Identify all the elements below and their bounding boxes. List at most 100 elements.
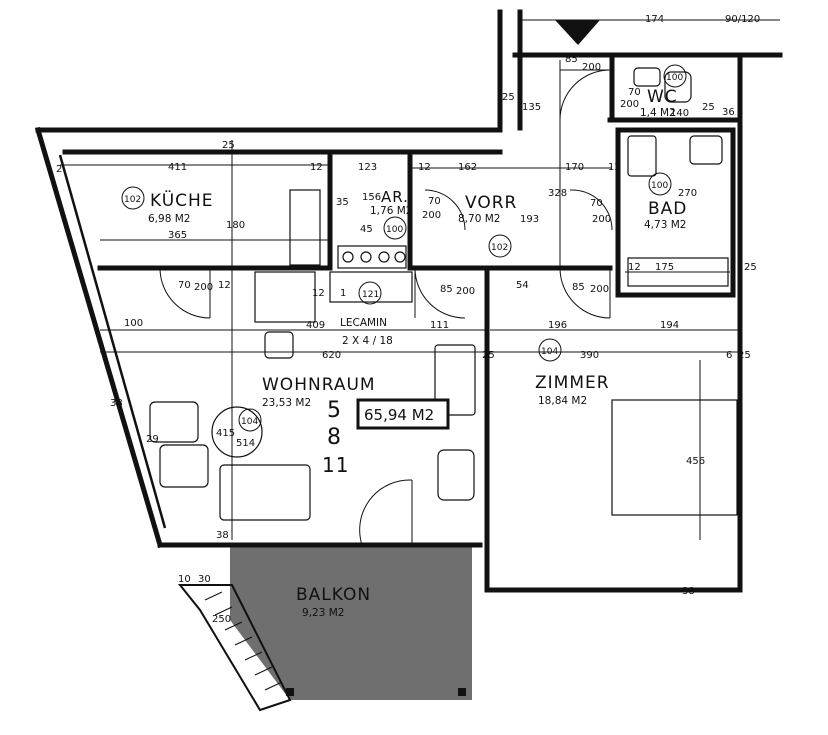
dim-35: 35 <box>336 197 349 208</box>
code-vorr: 102 <box>491 243 508 253</box>
balkon-post <box>286 688 294 696</box>
code-zimmer: 104 <box>541 347 558 357</box>
room-name-balkon: BALKON <box>296 585 371 605</box>
dim-456: 456 <box>686 456 705 467</box>
dim-25: 25 <box>222 140 235 151</box>
total-area: 65,94 M2 <box>364 406 434 424</box>
dim-328: 328 <box>548 188 567 199</box>
lecamin-label: LECAMIN <box>340 317 387 329</box>
dim-6: 6 <box>726 350 732 361</box>
unit-number-5: 5 <box>327 398 342 423</box>
total-area-box <box>356 398 450 430</box>
dim-38: 38 <box>682 586 695 597</box>
dim-200: 200 <box>422 210 441 221</box>
bad-walls <box>615 127 736 298</box>
dim-135: 135 <box>522 102 541 113</box>
room-name-kueche: KÜCHE <box>150 189 214 211</box>
dim-123: 123 <box>358 162 377 173</box>
dim-90-120: 90/120 <box>725 14 760 25</box>
dim-162: 162 <box>458 162 477 173</box>
outer-wall-north <box>35 9 503 133</box>
room-name-zimmer: ZIMMER <box>535 373 610 393</box>
dim-25: 25 <box>482 350 495 361</box>
dim-196: 196 <box>548 320 567 331</box>
room-name-vorr: VORR <box>465 193 517 213</box>
unit-number-8: 8 <box>327 425 342 450</box>
dim-409: 409 <box>306 320 325 331</box>
dim-270: 270 <box>678 188 697 199</box>
dim-514: 514 <box>236 438 255 449</box>
dim-620: 620 <box>322 350 341 361</box>
dim-70: 70 <box>178 280 191 291</box>
room-area-zimmer: 18,84 M2 <box>538 395 587 407</box>
room-name-wc: WC <box>647 87 678 107</box>
dim-200: 200 <box>590 284 609 295</box>
code-wohnraum: 104 <box>241 417 258 427</box>
doors <box>159 69 613 546</box>
dim-85: 85 <box>572 282 585 293</box>
dim-85: 85 <box>440 284 453 295</box>
dim-200: 200 <box>456 286 475 297</box>
balkon-railing <box>177 584 292 712</box>
dim-70: 70 <box>628 87 641 98</box>
dim-411: 411 <box>168 162 187 173</box>
dim-25: 25 <box>744 262 757 273</box>
outer-wall-west <box>34 126 164 549</box>
dim-180: 180 <box>226 220 245 231</box>
furniture <box>149 67 738 521</box>
dim-100: 100 <box>124 318 143 329</box>
room-area-kueche: 6,98 M2 <box>148 213 190 225</box>
dim-25: 25 <box>738 350 751 361</box>
dim-10: 10 <box>178 574 191 585</box>
dim-12: 12 <box>628 262 641 273</box>
dim-70: 70 <box>590 198 603 209</box>
dim-365: 365 <box>168 230 187 241</box>
unit-number-11: 11 <box>322 453 349 477</box>
dim-36: 36 <box>722 107 735 118</box>
code-lecamin: 121 <box>362 290 379 300</box>
code-wc: 100 <box>666 73 683 83</box>
dim-175: 175 <box>655 262 674 273</box>
dim-200: 200 <box>582 62 601 73</box>
dim-70: 70 <box>428 196 441 207</box>
entrance-arrow <box>555 20 600 45</box>
dim-390: 390 <box>580 350 599 361</box>
room-area-wc: 1,4 M2 <box>640 107 676 119</box>
dim-12: 12 <box>218 280 231 291</box>
dim-415: 415 <box>216 428 235 439</box>
dim-156: 156 <box>362 192 381 203</box>
room-code-markers <box>121 64 687 432</box>
dim-25: 25 <box>702 102 715 113</box>
code-kueche: 102 <box>124 195 141 205</box>
code-ar: 100 <box>386 225 403 235</box>
dim-85: 85 <box>565 54 578 65</box>
room-name-ar: AR. <box>381 188 409 206</box>
dim-200: 200 <box>620 99 639 110</box>
dim-12: 12 <box>312 288 325 299</box>
dim-140: 140 <box>670 108 689 119</box>
dim-2: 2 <box>56 164 62 175</box>
balkon-area <box>230 547 472 700</box>
dim-170: 170 <box>565 162 584 173</box>
room-area-ar: 1,76 M2 <box>370 205 412 217</box>
balkon-post <box>458 688 466 696</box>
dim-54: 54 <box>516 280 529 291</box>
dim-200: 200 <box>592 214 611 225</box>
dim-1: 1 <box>340 288 346 299</box>
dim-193: 193 <box>520 214 539 225</box>
dim-12: 12 <box>608 162 621 173</box>
dim-194: 194 <box>660 320 679 331</box>
dim-111: 111 <box>430 320 449 331</box>
room-name-wohnraum: WOHNRAUM <box>262 375 376 395</box>
dim-174: 174 <box>645 14 664 25</box>
railing-hatching <box>204 591 283 691</box>
dim-12: 12 <box>310 162 323 173</box>
dim-25: 25 <box>502 92 515 103</box>
dim-45: 45 <box>360 224 373 235</box>
dim-12: 12 <box>418 162 431 173</box>
dim-200: 200 <box>194 282 213 293</box>
lecamin-size: 2 X 4 / 18 <box>342 335 393 347</box>
room-name-bad: BAD <box>648 199 687 219</box>
dim-29: 29 <box>146 434 159 445</box>
